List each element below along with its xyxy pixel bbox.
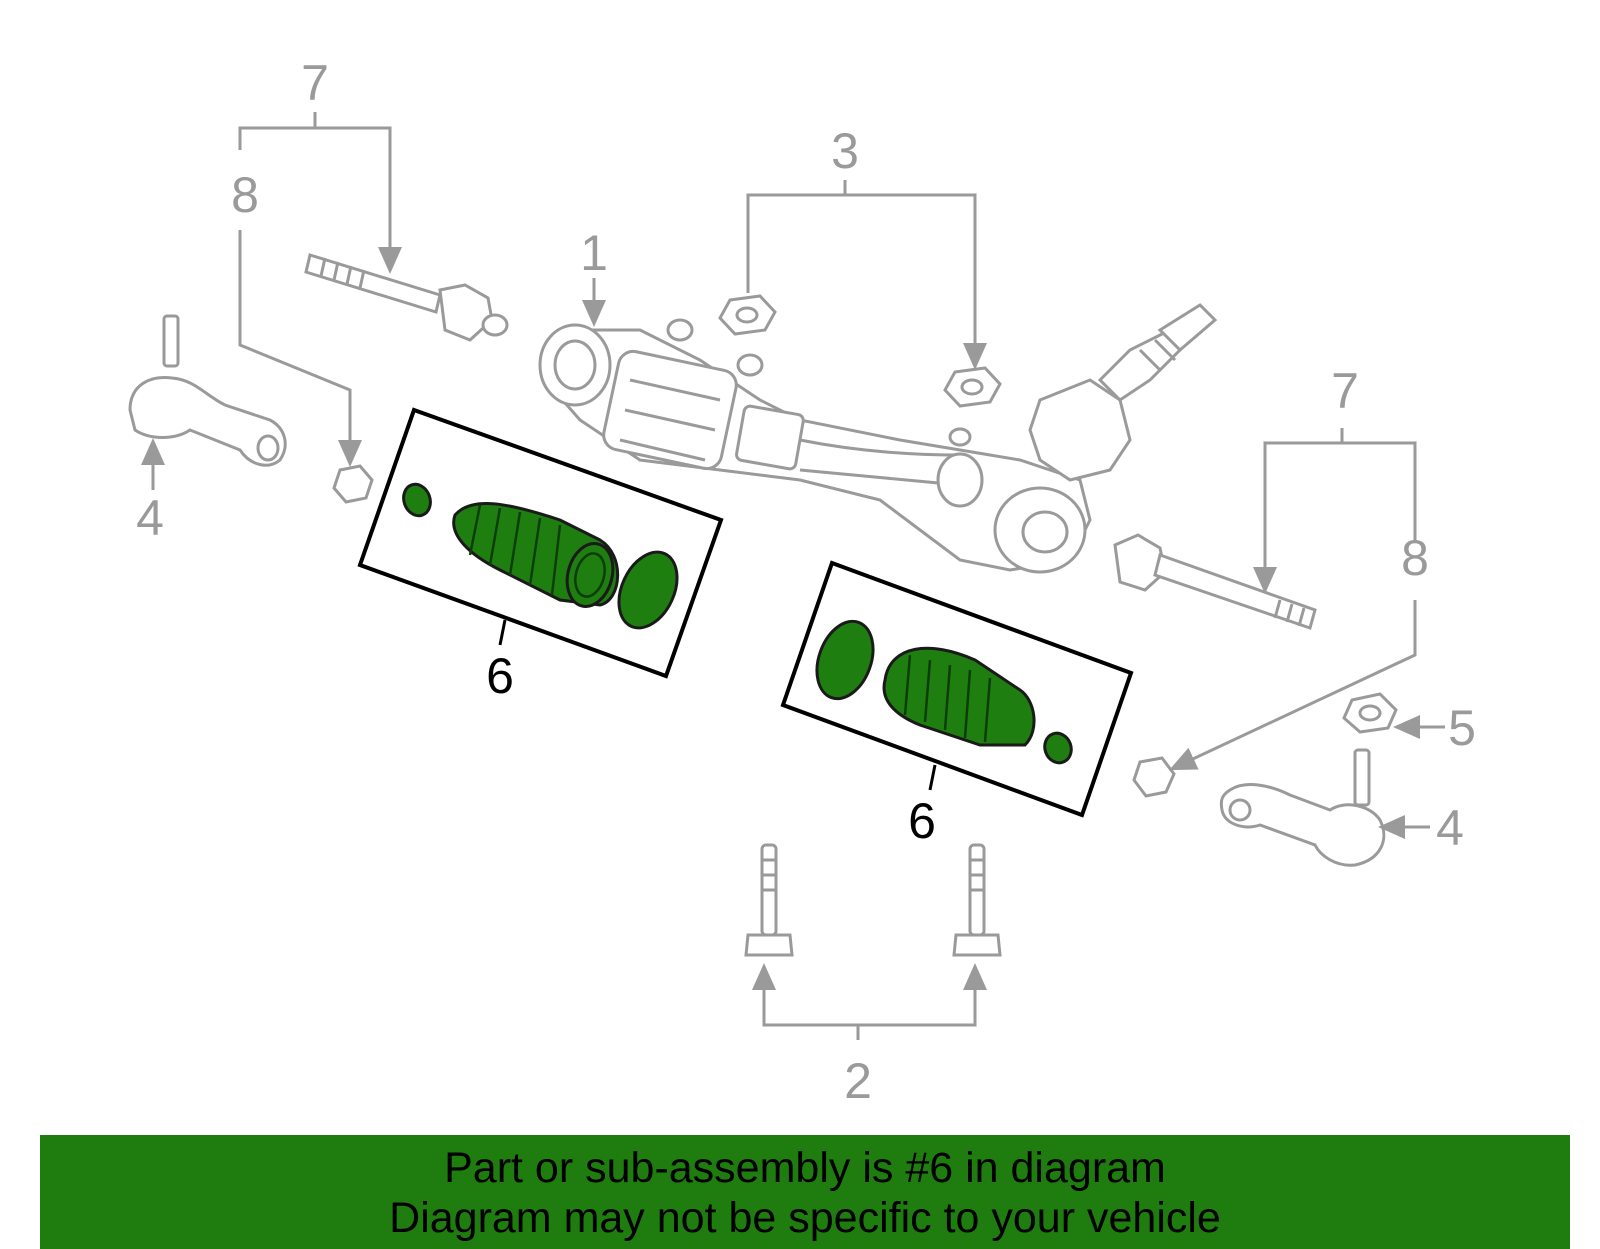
tie-rod-end-right [1219,748,1386,867]
inner-tie-rod-left [304,253,509,342]
callout-8-left: 8 [231,167,259,223]
nut-3-lower [943,366,1002,408]
callout-4-right: 4 [1436,800,1464,856]
nut-left [332,464,374,504]
callout-1: 1 [580,225,608,281]
callout-4-left: 4 [136,490,164,546]
callout-7-right: 7 [1331,363,1359,419]
boot-kit-right [780,560,1134,818]
callout-3: 3 [831,123,859,179]
tie-rod-end-left [128,314,287,467]
nut-5 [1342,692,1398,734]
bolt-right [952,843,1002,957]
inner-tie-rod-right [1113,533,1317,630]
banner-line-2: Diagram may not be specific to your vehi… [389,1194,1221,1242]
callout-6-right: 6 [908,793,936,849]
leader-lines [141,112,1445,1040]
nut-3-upper [718,294,777,336]
callout-8-right: 8 [1401,530,1429,586]
banner-line-1: Part or sub-assembly is #6 in diagram [444,1144,1166,1192]
bolt-left [744,843,794,957]
steering-gear-assembly [538,303,1218,574]
callout-2: 2 [844,1053,872,1109]
callout-5: 5 [1448,700,1476,756]
callout-7-left: 7 [301,55,329,111]
boot-kit-left [357,407,724,679]
info-banner: Part or sub-assembly is #6 in diagram Di… [40,1135,1570,1249]
nut-right [1132,756,1176,798]
callout-6-left: 6 [486,648,514,704]
